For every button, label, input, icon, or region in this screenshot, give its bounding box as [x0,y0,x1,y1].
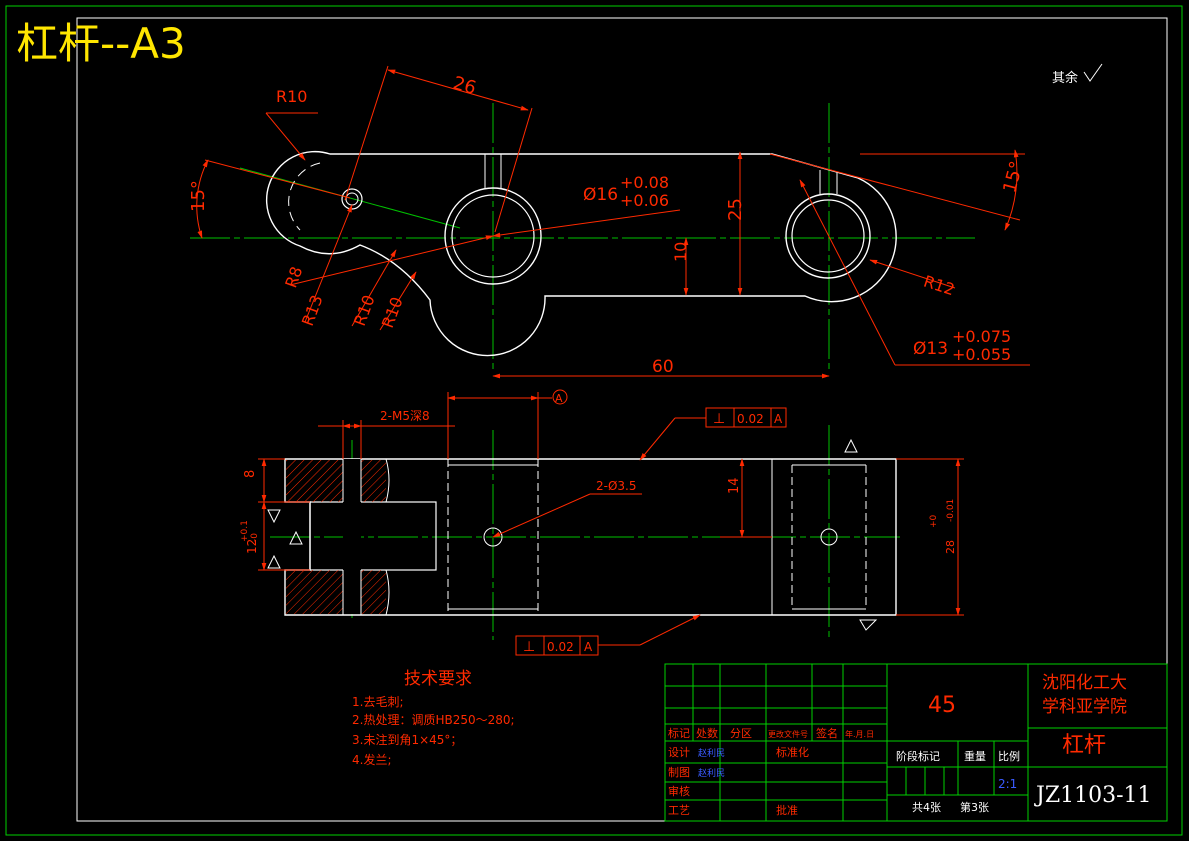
outer-frame [5,5,1183,836]
dimension-label: -0.01 [946,499,956,522]
dimension-label: 15° [999,159,1028,195]
dimension-label: 标记 [668,726,690,740]
school-line1: 沈阳化工大 [1042,673,1127,693]
dimension-label: 25 [725,198,746,221]
material: 45 [928,693,956,718]
dimension-label: 8 [243,470,258,478]
sheet-total: 共4张 [912,801,941,814]
dimension-label: Ø13 [913,339,948,359]
title-block-text: 45 沈阳化工大 学科亚学院 杠杆 JZ1103-11 2:1 共4张 第3张 … [668,673,1152,817]
dimension-label: 签名 [816,726,838,740]
dimension-label: +0.075 [952,327,1011,346]
dimension-label: 15° [188,180,209,212]
drawing-number: JZ1103-11 [1034,783,1152,808]
dimension-label: 更改文件号 [768,729,808,739]
surface-note: 其余 [1052,70,1078,86]
dimension-label: A [774,412,783,426]
dimension-label: 0.02 [547,640,574,654]
roughness-symbol-icon [1083,63,1103,82]
dimension-label: 制图 [668,766,690,779]
dimension-label: R10 [350,292,379,328]
dimension-label: 12 [245,539,259,554]
inner-frame [76,17,1168,822]
title-block [664,663,1168,822]
dimension-label: 处数 [696,727,718,740]
dimension-label: 赵利民 [698,747,725,759]
dimension-label: Ø16 [583,185,618,205]
school-line2: 学科亚学院 [1042,697,1127,717]
dimension-label: ⊥ [713,411,725,427]
dimension-label: R12 [921,272,957,300]
dimension-label: 比例 [998,749,1020,763]
dimension-label: +0 [929,514,939,528]
tech-requirements: 技术要求 1.去毛刺; 2.热处理：调质HB250～280; 3.未注到角1×4… [352,669,515,767]
dimension-label: 分区 [730,727,752,740]
dimension-label: 2-Ø3.5 [596,479,637,493]
front-view: A 2-M5深8 ⊥ 0.02 A 2-Ø3.5 14 8 12 +0.1 -0 [240,389,964,656]
dimension-label: 14 [727,477,742,494]
dimension-label: 标准化 [776,745,809,759]
dimension-label: 年.月.日 [845,729,874,739]
dimension-label: +0.06 [620,191,669,210]
dimension-label: R8 [281,264,306,291]
dimension-label: +0.08 [620,173,669,192]
dimension-label: R10 [276,87,307,106]
dimension-label: 工艺 [668,804,690,817]
sheet-title: 杠杆--A3 [16,19,186,68]
tech-req-3: 3.未注到角1×45°； [352,732,462,747]
dimension-label: +0.1 [240,520,250,542]
tech-requirements-heading: 技术要求 [404,669,472,689]
dimension-label: ⊥ [523,639,535,655]
dimension-label: 赵利民 [698,767,725,779]
scale-value: 2:1 [998,777,1017,791]
dimension-label: 重量 [964,749,986,763]
tech-req-2: 2.热处理：调质HB250～280; [352,713,515,727]
dimension-label: 2-M5深8 [380,409,430,423]
dimension-label: 60 [652,357,674,377]
tech-req-4: 4.发兰; [352,752,392,767]
dimension-label: 0.02 [737,412,764,426]
dimension-label: R13 [298,292,327,328]
dimension-label: 审核 [668,784,690,798]
dimension-label: 批准 [776,803,798,817]
dimension-label: -0 [250,533,260,542]
dimension-label: R10 [378,294,407,330]
dimension-label: +0.055 [952,345,1011,364]
dimension-label: 阶段标记 [896,749,940,763]
dimension-label: 28 [944,540,957,554]
part-name: 杠杆 [1062,733,1106,758]
sheet-number: 第3张 [960,800,989,814]
dimension-label: 设计 [668,746,690,759]
tech-req-1: 1.去毛刺; [352,695,404,709]
dimension-label: A [555,392,563,405]
dimension-label: 10 [671,242,690,262]
dimension-label: A [584,640,593,654]
top-view: 26 R10 15° Ø16 +0.08 +0.06 25 10 15° R8 … [188,65,1030,379]
